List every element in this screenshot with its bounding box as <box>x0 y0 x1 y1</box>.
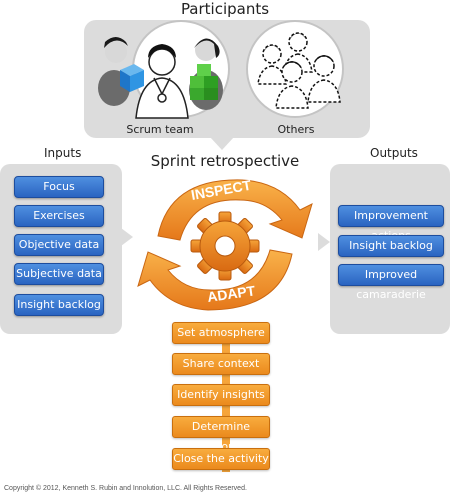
step-identify-insights: Identify insights <box>172 384 270 406</box>
scrum-team-icons <box>98 37 223 119</box>
others-icons <box>257 32 341 109</box>
gear-icon <box>190 211 260 281</box>
output-item: Improvement actions <box>338 205 444 242</box>
outputs-arrow <box>318 233 330 251</box>
person-with-green-cubes-icon <box>189 38 223 110</box>
sprint-retrospective-title: Sprint retrospective <box>150 152 300 170</box>
output-item: Improved camaraderie <box>338 264 444 301</box>
adapt-label: ADAPT <box>206 282 256 305</box>
participants-title: Participants <box>180 0 270 18</box>
adapt-arc <box>137 249 293 311</box>
others-label: Others <box>277 123 315 136</box>
participants-pointer <box>210 137 234 150</box>
inspect-adapt-cycle: INSPECT ADAPT <box>137 177 313 311</box>
scrum-team-label: Scrum team <box>126 123 194 136</box>
output-item: Insight backlog <box>338 235 444 257</box>
inputs-label: Inputs <box>44 146 82 160</box>
inputs-arrow <box>121 228 133 246</box>
input-item: Insight backlog <box>14 294 104 316</box>
step-set-atmosphere: Set atmosphere <box>172 322 270 344</box>
input-item: Objective data <box>14 234 104 256</box>
step-share-context: Share context <box>172 353 270 375</box>
inspect-arc <box>157 179 313 241</box>
person-with-blue-cube-icon <box>98 37 144 106</box>
outlined-person-icon <box>307 55 341 103</box>
step-close-the-activity: Close the activity <box>172 448 270 470</box>
person-with-badge-icon <box>135 44 189 119</box>
copyright-text: Copyright © 2012, Kenneth S. Rubin and I… <box>4 485 247 492</box>
input-item: Exercises <box>14 205 104 227</box>
input-item: Focus <box>14 176 104 198</box>
input-item: Subjective data <box>14 263 104 285</box>
outlined-person-icon <box>257 44 287 85</box>
outputs-label: Outputs <box>370 146 418 160</box>
step-determine-actions: Determine actions <box>172 416 270 453</box>
